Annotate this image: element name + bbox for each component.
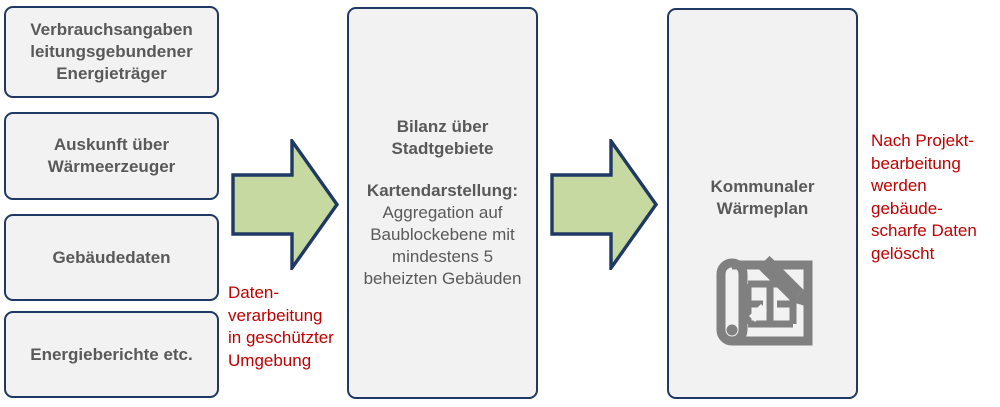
result-box-waermeplan[interactable]: Kommunaler Wärmeplan [667, 8, 858, 399]
source-label: Energieberichte etc. [30, 344, 193, 364]
note-data-deletion: Nach Projekt- bearbeitung werden gebäude… [871, 131, 977, 264]
result-label: Kommunaler Wärmeplan [710, 177, 815, 218]
note-processing-security: Daten- verarbeitung in geschützter Umgeb… [228, 283, 334, 370]
arrow-right-icon-sources-to-processing [231, 139, 339, 270]
source-box-energieberichte[interactable]: Energieberichte etc. [4, 311, 219, 398]
arrow-right-icon-processing-to-plan [550, 139, 658, 270]
source-box-auskunft-waermeerzeuger[interactable]: Auskunft über Wärmeerzeuger [4, 112, 219, 200]
source-label: Gebäudedaten [52, 247, 171, 267]
source-label: Verbrauchsangaben leitungsgebundener Ene… [30, 20, 193, 83]
processing-box[interactable]: Bilanz über Stadtgebiete Kartendarstellu… [347, 7, 538, 399]
processing-body: Aggregation auf Baublockebene mit mindes… [363, 202, 522, 289]
processing-heading: Bilanz über Stadtgebiete [391, 116, 494, 158]
processing-sub-heading: Kartendarstellung: [366, 180, 519, 200]
source-box-gebaeudedaten[interactable]: Gebäudedaten [4, 214, 219, 301]
source-box-verbrauchsangaben[interactable]: Verbrauchsangaben leitungsgebundener Ene… [4, 6, 219, 98]
blueprint-plan-icon [716, 255, 812, 345]
source-label: Auskunft über Wärmeerzeuger [47, 135, 176, 176]
